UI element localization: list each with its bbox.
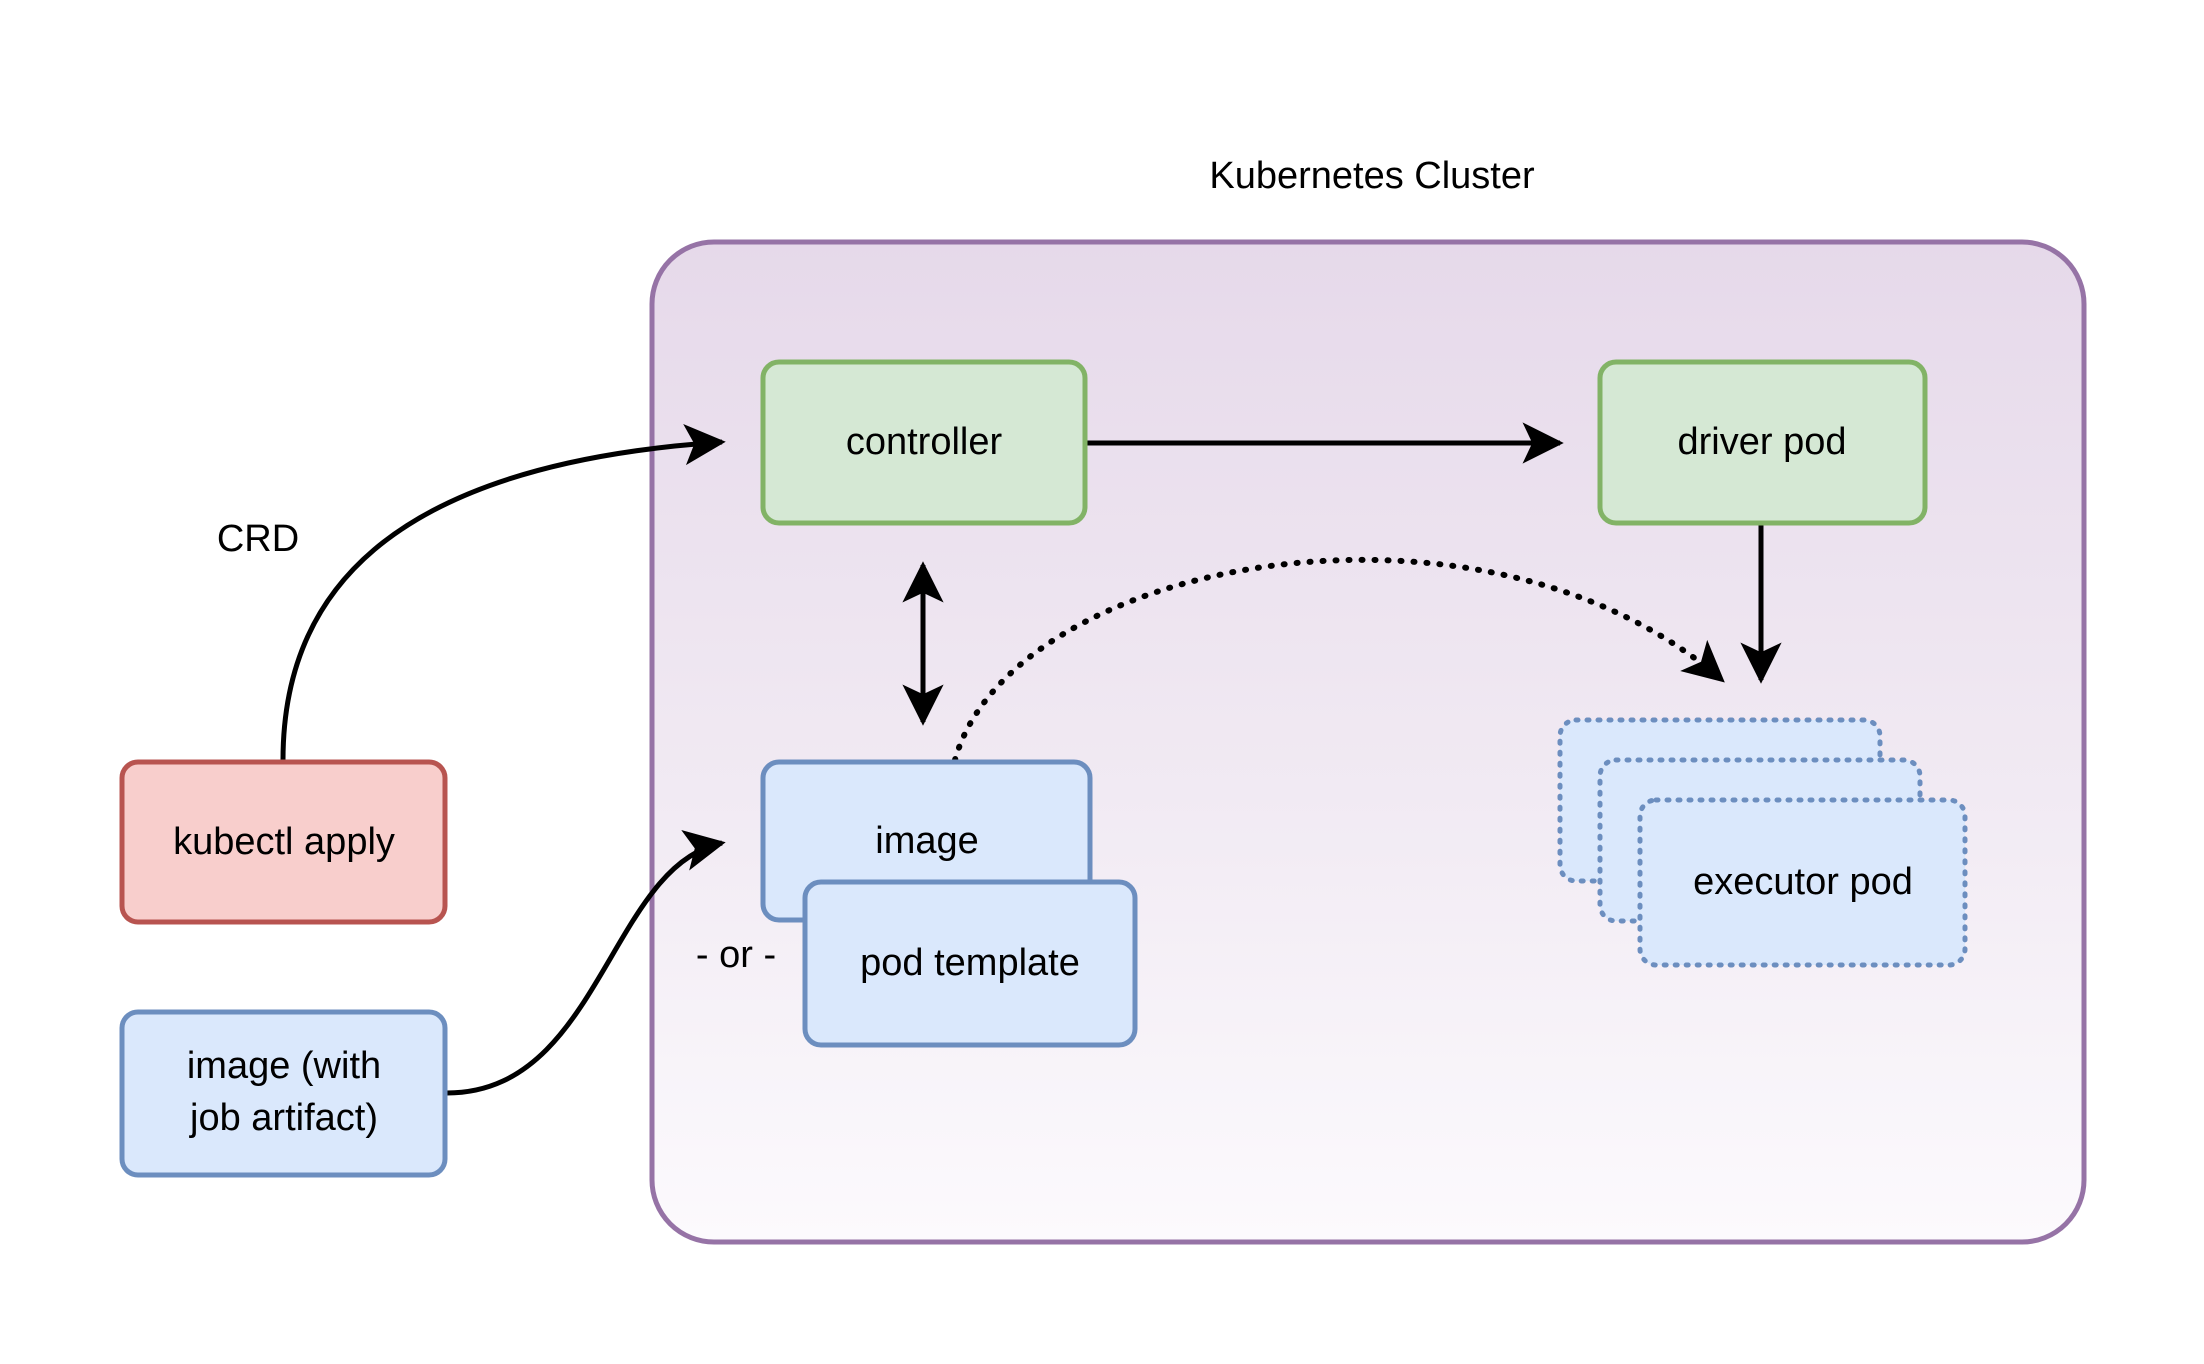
edge-artifact-image-to-image xyxy=(446,830,726,1096)
node-driver-pod-box[interactable] xyxy=(1597,359,1928,526)
cluster-title: Kubernetes Cluster xyxy=(1209,155,1535,197)
node-executor-pod-front[interactable]: executor pod xyxy=(1637,797,1968,968)
node-driver-pod-label: driver pod xyxy=(1678,421,1847,463)
node-pod-template-label: pod template xyxy=(860,942,1080,984)
node-pod-template-box[interactable] xyxy=(802,879,1138,1048)
edge-image-to-executor-pods xyxy=(952,556,1725,763)
node-kubectl-apply[interactable]: kubectl apply xyxy=(119,759,448,925)
node-kubectl-apply-box[interactable] xyxy=(119,759,448,925)
node-pod-template[interactable]: pod template xyxy=(802,879,1138,1048)
node-driver-pod[interactable]: driver pod xyxy=(1597,359,1928,526)
node-executor-pod-front-box[interactable] xyxy=(1637,797,1968,968)
node-controller[interactable]: controller xyxy=(760,359,1088,526)
node-executor-pod-front-label: executor pod xyxy=(1693,861,1913,903)
node-controller-box[interactable] xyxy=(760,359,1088,526)
node-image-label: image xyxy=(875,820,979,862)
node-image-with-job-artifact-box[interactable] xyxy=(119,1009,448,1178)
node-controller-label: controller xyxy=(846,421,1003,463)
node-image-with-job-artifact-label-line2: job artifact) xyxy=(189,1097,378,1139)
node-kubectl-apply-label: kubectl apply xyxy=(173,821,395,863)
edge-label-or: - or - xyxy=(696,934,776,976)
edge-label-crd: CRD xyxy=(217,518,299,560)
edge-crd xyxy=(280,423,726,761)
node-image-with-job-artifact-label-line1: image (with xyxy=(187,1045,381,1087)
node-image-with-job-artifact[interactable]: image (with job artifact) xyxy=(119,1009,448,1178)
